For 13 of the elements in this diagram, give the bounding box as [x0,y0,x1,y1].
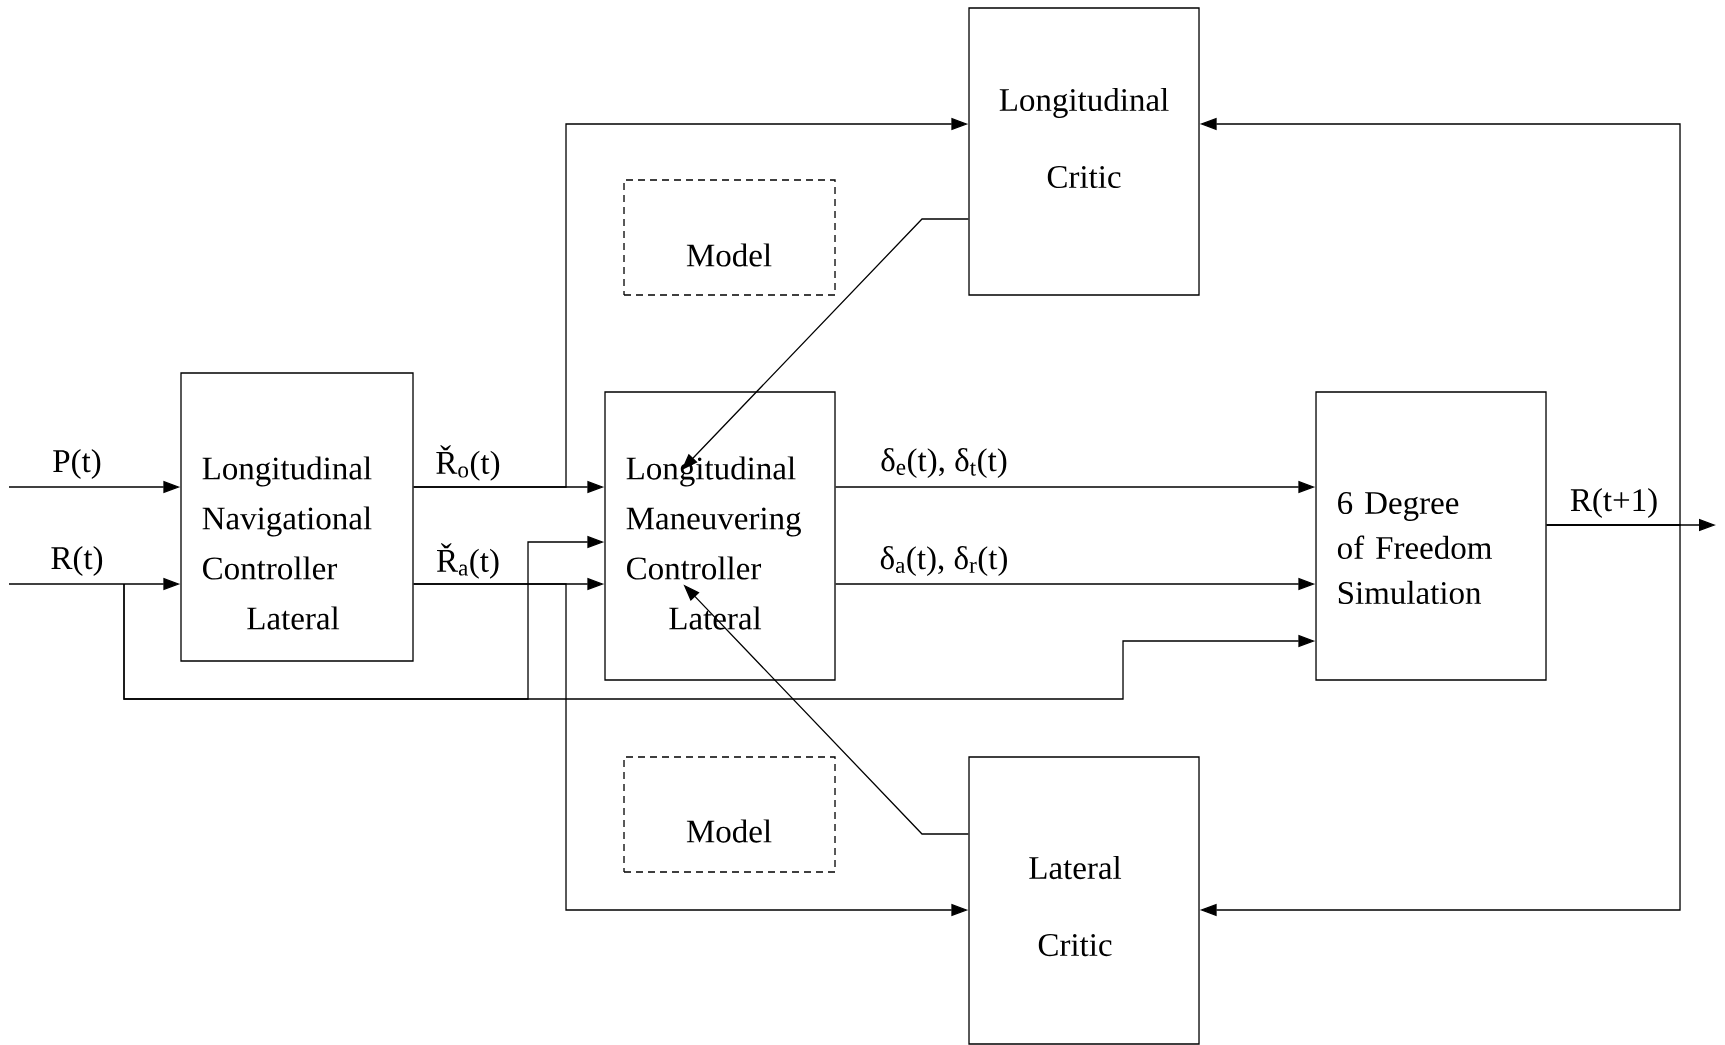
block-box: 6 Degree of Freedom Simulation [1315,391,1547,681]
edge-label: Ř$_{o}$(t) [434,444,502,482]
model-box: Model [623,179,836,296]
edge-label: δ$_{a}$(t), δ$_{r}$(t) [878,544,1010,578]
edge-label: δ$_{e}$(t), δ$_{t}$(t) [879,446,1009,480]
edge-label: R(t) [49,545,105,577]
edge-label: R(t+1) [1568,487,1660,519]
block-box: Lateral Critic [968,756,1200,1045]
edge-label: Ř$_{a}$(t) [435,542,501,580]
block-box: Longitudinal Navigational Controller Lateral [180,372,414,662]
model-box: Model [623,756,836,873]
block-box: Longitudinal Critic [968,7,1200,296]
edge-label: P(t) [51,448,103,480]
